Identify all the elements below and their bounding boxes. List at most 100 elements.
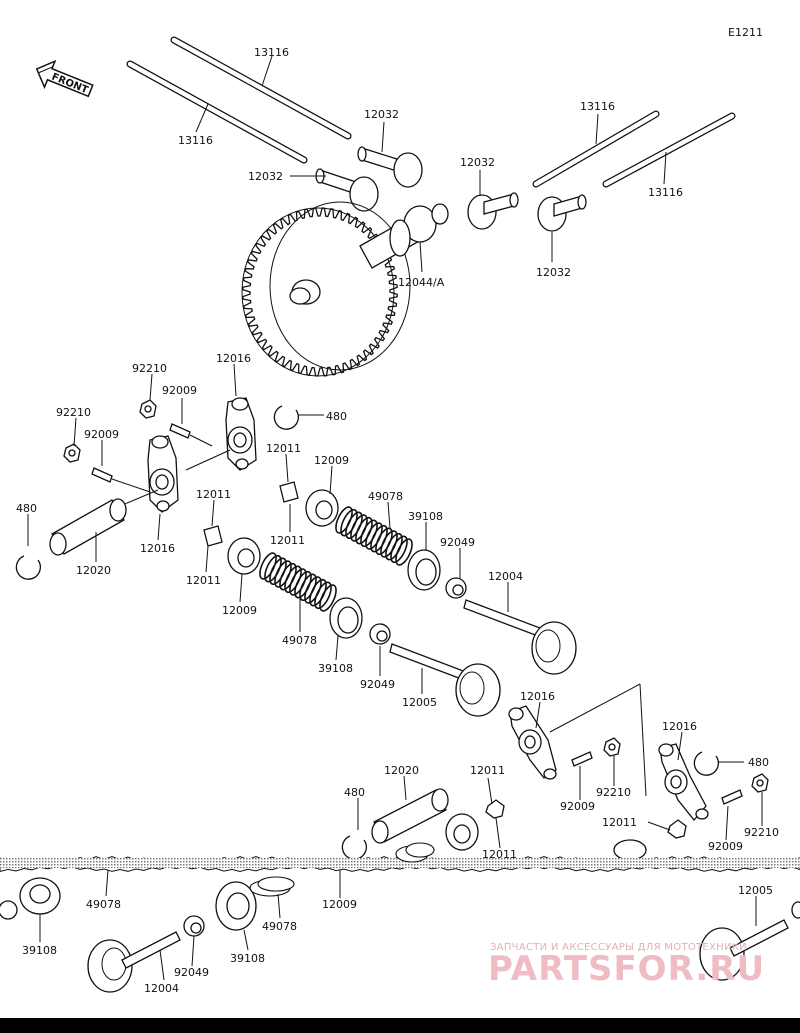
diagram-code: E1211 [728, 26, 763, 39]
circlip-480-left [15, 555, 41, 580]
adjust-screw-92009-upper [169, 423, 213, 447]
label-39108-b: 39108 [318, 662, 353, 675]
label-39108-d: 39108 [230, 952, 265, 965]
label-49078-a: 49078 [368, 490, 403, 503]
valve-spring-49078-2 [259, 552, 337, 612]
label-12009-b: 12009 [222, 604, 257, 617]
push-rod-lower-left [126, 60, 308, 164]
label-12016-d: 12016 [662, 720, 697, 733]
tappet-3 [467, 192, 519, 230]
spring-bottom-2 [249, 876, 295, 897]
spring-coil [395, 538, 413, 566]
label-92009-d: 92009 [708, 840, 743, 853]
push-rod-upper-left [170, 36, 352, 140]
leader-lines [27, 55, 763, 981]
tappet-2 [315, 168, 379, 212]
collet-12011-2 [203, 525, 223, 547]
seal-bottom-edge [0, 900, 18, 920]
spring-coil [390, 535, 408, 564]
rocker-arm-12016-lower-left [508, 705, 557, 780]
spring-coil [319, 584, 337, 612]
retainer-12009-2 [227, 537, 261, 575]
page-tear-separator [0, 855, 800, 873]
camshaft-gear [241, 201, 411, 377]
collet-12011-3 [485, 799, 505, 819]
label-92049-a: 92049 [440, 536, 475, 549]
label-12020-b: 12020 [384, 764, 419, 777]
label-12016-a: 12016 [216, 352, 251, 365]
label-39108-c: 39108 [22, 944, 57, 957]
watermark-tagline: ЗАПЧАСТИ И АКСЕССУАРЫ ДЛЯ МОТОТЕХНИКИ [490, 942, 747, 953]
retainer-12009-4 [613, 839, 647, 861]
label-12032-c: 12032 [460, 156, 495, 169]
seal-bottom [183, 915, 205, 937]
label-92049-b: 92049 [360, 678, 395, 691]
label-13116-a: 13116 [254, 46, 289, 59]
rocker-arm-12016-left [147, 435, 179, 513]
label-12005-b: 12005 [738, 884, 773, 897]
stem-seal-92049-2 [369, 623, 391, 645]
retainer-bottom-left [19, 877, 61, 915]
spring-seat-39108-1 [407, 549, 441, 591]
label-480-c: 480 [748, 756, 769, 769]
label-92009-c: 92009 [560, 800, 595, 813]
label-92210-c: 92210 [596, 786, 631, 799]
label-480-a: 480 [326, 410, 347, 423]
adjust-screw-92009-left [91, 467, 151, 493]
label-13116-c: 13116 [580, 100, 615, 113]
label-12044-a: 12044/A [398, 276, 445, 289]
label-13116-b: 13116 [178, 134, 213, 147]
front-arrow-icon: FRONT [35, 59, 94, 98]
label-12011-d: 12011 [470, 764, 505, 777]
valve-spring-49078-1 [335, 506, 413, 566]
circlip-480-lower-right [693, 751, 719, 776]
label-12020-a: 12020 [76, 564, 111, 577]
exhaust-valve-bottom [699, 901, 800, 981]
tappet-4 [537, 194, 587, 232]
watermark-logo: PARTSFOR.RU [488, 949, 765, 989]
push-rod-lower-right [602, 112, 736, 188]
label-480-b: 480 [16, 502, 37, 515]
label-49078-b: 49078 [282, 634, 317, 647]
camshaft [359, 203, 449, 269]
retainer-12009-3 [445, 813, 479, 851]
label-12016-b: 12016 [140, 542, 175, 555]
rocker-arm-12016-upper [225, 397, 257, 471]
label-12011-e: 12011 [602, 816, 637, 829]
label-92009-b: 92009 [84, 428, 119, 441]
adjust-screw-92009-lower-right [721, 789, 743, 805]
spring-seat-39108-2 [329, 597, 363, 639]
collet-12011-1 [279, 481, 299, 503]
adjust-screw-92009-lower-left [571, 751, 593, 767]
label-92210-b: 92210 [56, 406, 91, 419]
rocker-shaft-12020-lower [371, 788, 449, 844]
label-12004-a: 12004 [488, 570, 523, 583]
label-12009-c: 12009 [322, 898, 357, 911]
intake-valve-bottom [87, 931, 181, 993]
label-49078-d: 49078 [262, 920, 297, 933]
label-92009-a: 92009 [162, 384, 197, 397]
spring-coil [314, 581, 332, 610]
intake-valve-12004 [463, 599, 577, 675]
label-39108-a: 39108 [408, 510, 443, 523]
label-13116-d: 13116 [648, 186, 683, 199]
circlip-480-lower [341, 835, 367, 860]
stem-seal-92049-1 [445, 577, 467, 599]
bottom-bar [0, 1018, 800, 1033]
label-12032-a: 12032 [364, 108, 399, 121]
label-92049-c: 92049 [174, 966, 209, 979]
nut-92210-lower-left [603, 737, 621, 757]
spring-seat-bottom [215, 881, 257, 931]
label-12032-b: 12032 [248, 170, 283, 183]
collet-12011-4 [667, 819, 687, 839]
label-12016-c: 12016 [520, 690, 555, 703]
rocker-shaft-12020-left [49, 498, 127, 556]
label-49078-c: 49078 [86, 898, 121, 911]
spring-bottom-1 [395, 842, 435, 863]
circlip-480-upper [273, 405, 299, 430]
exhaust-valve-12005 [389, 643, 501, 717]
label-92210-d: 92210 [744, 826, 779, 839]
nut-92210-left [63, 443, 81, 463]
